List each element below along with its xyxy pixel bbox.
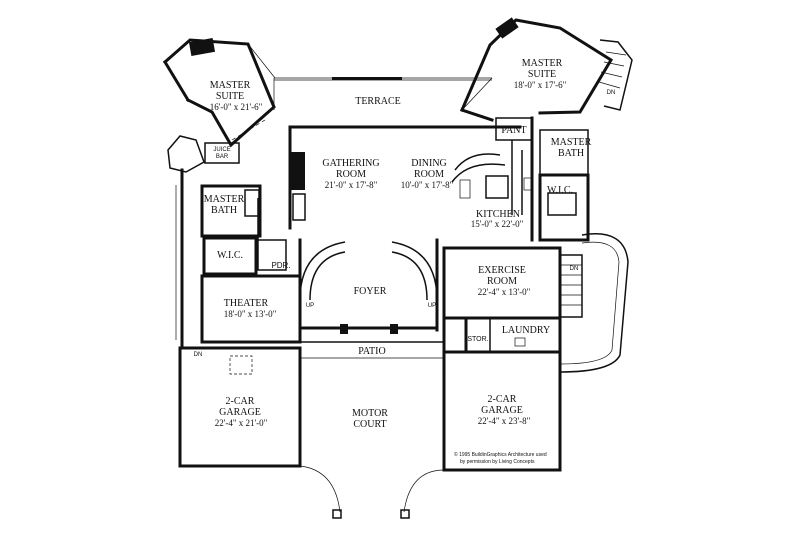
- master-suite-right-label-1: MASTER: [522, 58, 563, 69]
- powder-label: PDR.: [271, 261, 290, 270]
- gathering-room-label-2: ROOM: [336, 169, 366, 180]
- service-drive: [559, 233, 629, 373]
- motor-court-label-1: MOTOR: [352, 408, 388, 419]
- terrace-label: TERRACE: [355, 96, 401, 107]
- juice-bar-label-1: JUICE: [213, 147, 230, 153]
- master-suite-right-walls: [460, 17, 633, 122]
- garage-walls: [178, 346, 562, 519]
- stair-down-label-right: DN: [570, 266, 579, 272]
- theater-label: THEATER: [224, 298, 269, 309]
- patio-label: PATIO: [358, 346, 385, 357]
- stair-down-label-left: DN: [194, 352, 203, 358]
- wic-right-label: W.I.C.: [547, 185, 573, 196]
- dining-room-dims: 10'-0" x 17'-8": [401, 180, 454, 190]
- master-suite-left-label-2: SUITE: [216, 91, 244, 102]
- exercise-room-label-1: EXERCISE: [478, 265, 526, 276]
- copyright-line-2: by permission by Living Concepts: [460, 459, 535, 465]
- wic-left-label: W.I.C.: [217, 250, 243, 261]
- exercise-wing-walls: [442, 246, 562, 354]
- kitchen-dims: 15'-0" x 22'-0": [471, 219, 524, 229]
- motor-court-label-2: COURT: [353, 419, 386, 430]
- patio-walls: [300, 341, 444, 359]
- laundry-label: LAUNDRY: [502, 325, 550, 336]
- master-bath-left-label-2: BATH: [211, 205, 237, 216]
- garage-left-label-2: GARAGE: [219, 407, 261, 418]
- gathering-room-dims: 21'-0" x 17'-8": [325, 180, 378, 190]
- dining-room-label-2: ROOM: [414, 169, 444, 180]
- master-suite-right-dims: 18'-0" x 17'-6": [514, 80, 567, 90]
- master-suite-left-dims: 16'-0" x 21'-6": [210, 102, 263, 112]
- master-bath-right-label-1: MASTER: [551, 137, 592, 148]
- master-bath-right-label-2: BATH: [558, 148, 584, 159]
- room-labels: MASTER SUITE 16'-0" x 21'-6" MASTER SUIT…: [194, 58, 616, 465]
- foyer-label: FOYER: [354, 286, 387, 297]
- main-house-walls: [257, 116, 590, 318]
- garage-right-label-2: GARAGE: [481, 405, 523, 416]
- foyer-walls: [298, 238, 439, 334]
- garage-left-label-1: 2-CAR: [226, 396, 255, 407]
- master-suite-right-label-2: SUITE: [528, 69, 556, 80]
- garage-right-label-1: 2-CAR: [488, 394, 517, 405]
- stair-up-label-right: UP: [428, 303, 436, 309]
- left-wing-walls: [167, 119, 287, 347]
- kitchen-label: KITCHEN: [476, 209, 520, 220]
- stair-down-label-top: DN: [607, 90, 616, 96]
- dining-room-label-1: DINING: [411, 158, 447, 169]
- exercise-room-label-2: ROOM: [487, 276, 517, 287]
- copyright-line-1: © 1995 BuildinGraphics Architecture used: [454, 451, 547, 458]
- master-suite-left-label-1: MASTER: [210, 80, 251, 91]
- theater-walls: [200, 274, 302, 344]
- garage-right-dims: 22'-4" x 23'-8": [478, 416, 531, 426]
- theater-dims: 18'-0" x 13'-0": [224, 309, 277, 319]
- stair-up-label-left: UP: [306, 303, 314, 309]
- juice-bar-label-2: BAR: [216, 154, 229, 160]
- terrace-walls: [273, 77, 493, 111]
- gathering-room-label-1: GATHERING: [322, 158, 379, 169]
- master-bath-left-label-1: MASTER: [204, 194, 245, 205]
- garage-left-dims: 22'-4" x 21'-0": [215, 418, 268, 428]
- storage-label: STOR.: [467, 336, 488, 343]
- exercise-room-dims: 22'-4" x 13'-0": [478, 287, 531, 297]
- pantry-label: PANT: [501, 125, 526, 136]
